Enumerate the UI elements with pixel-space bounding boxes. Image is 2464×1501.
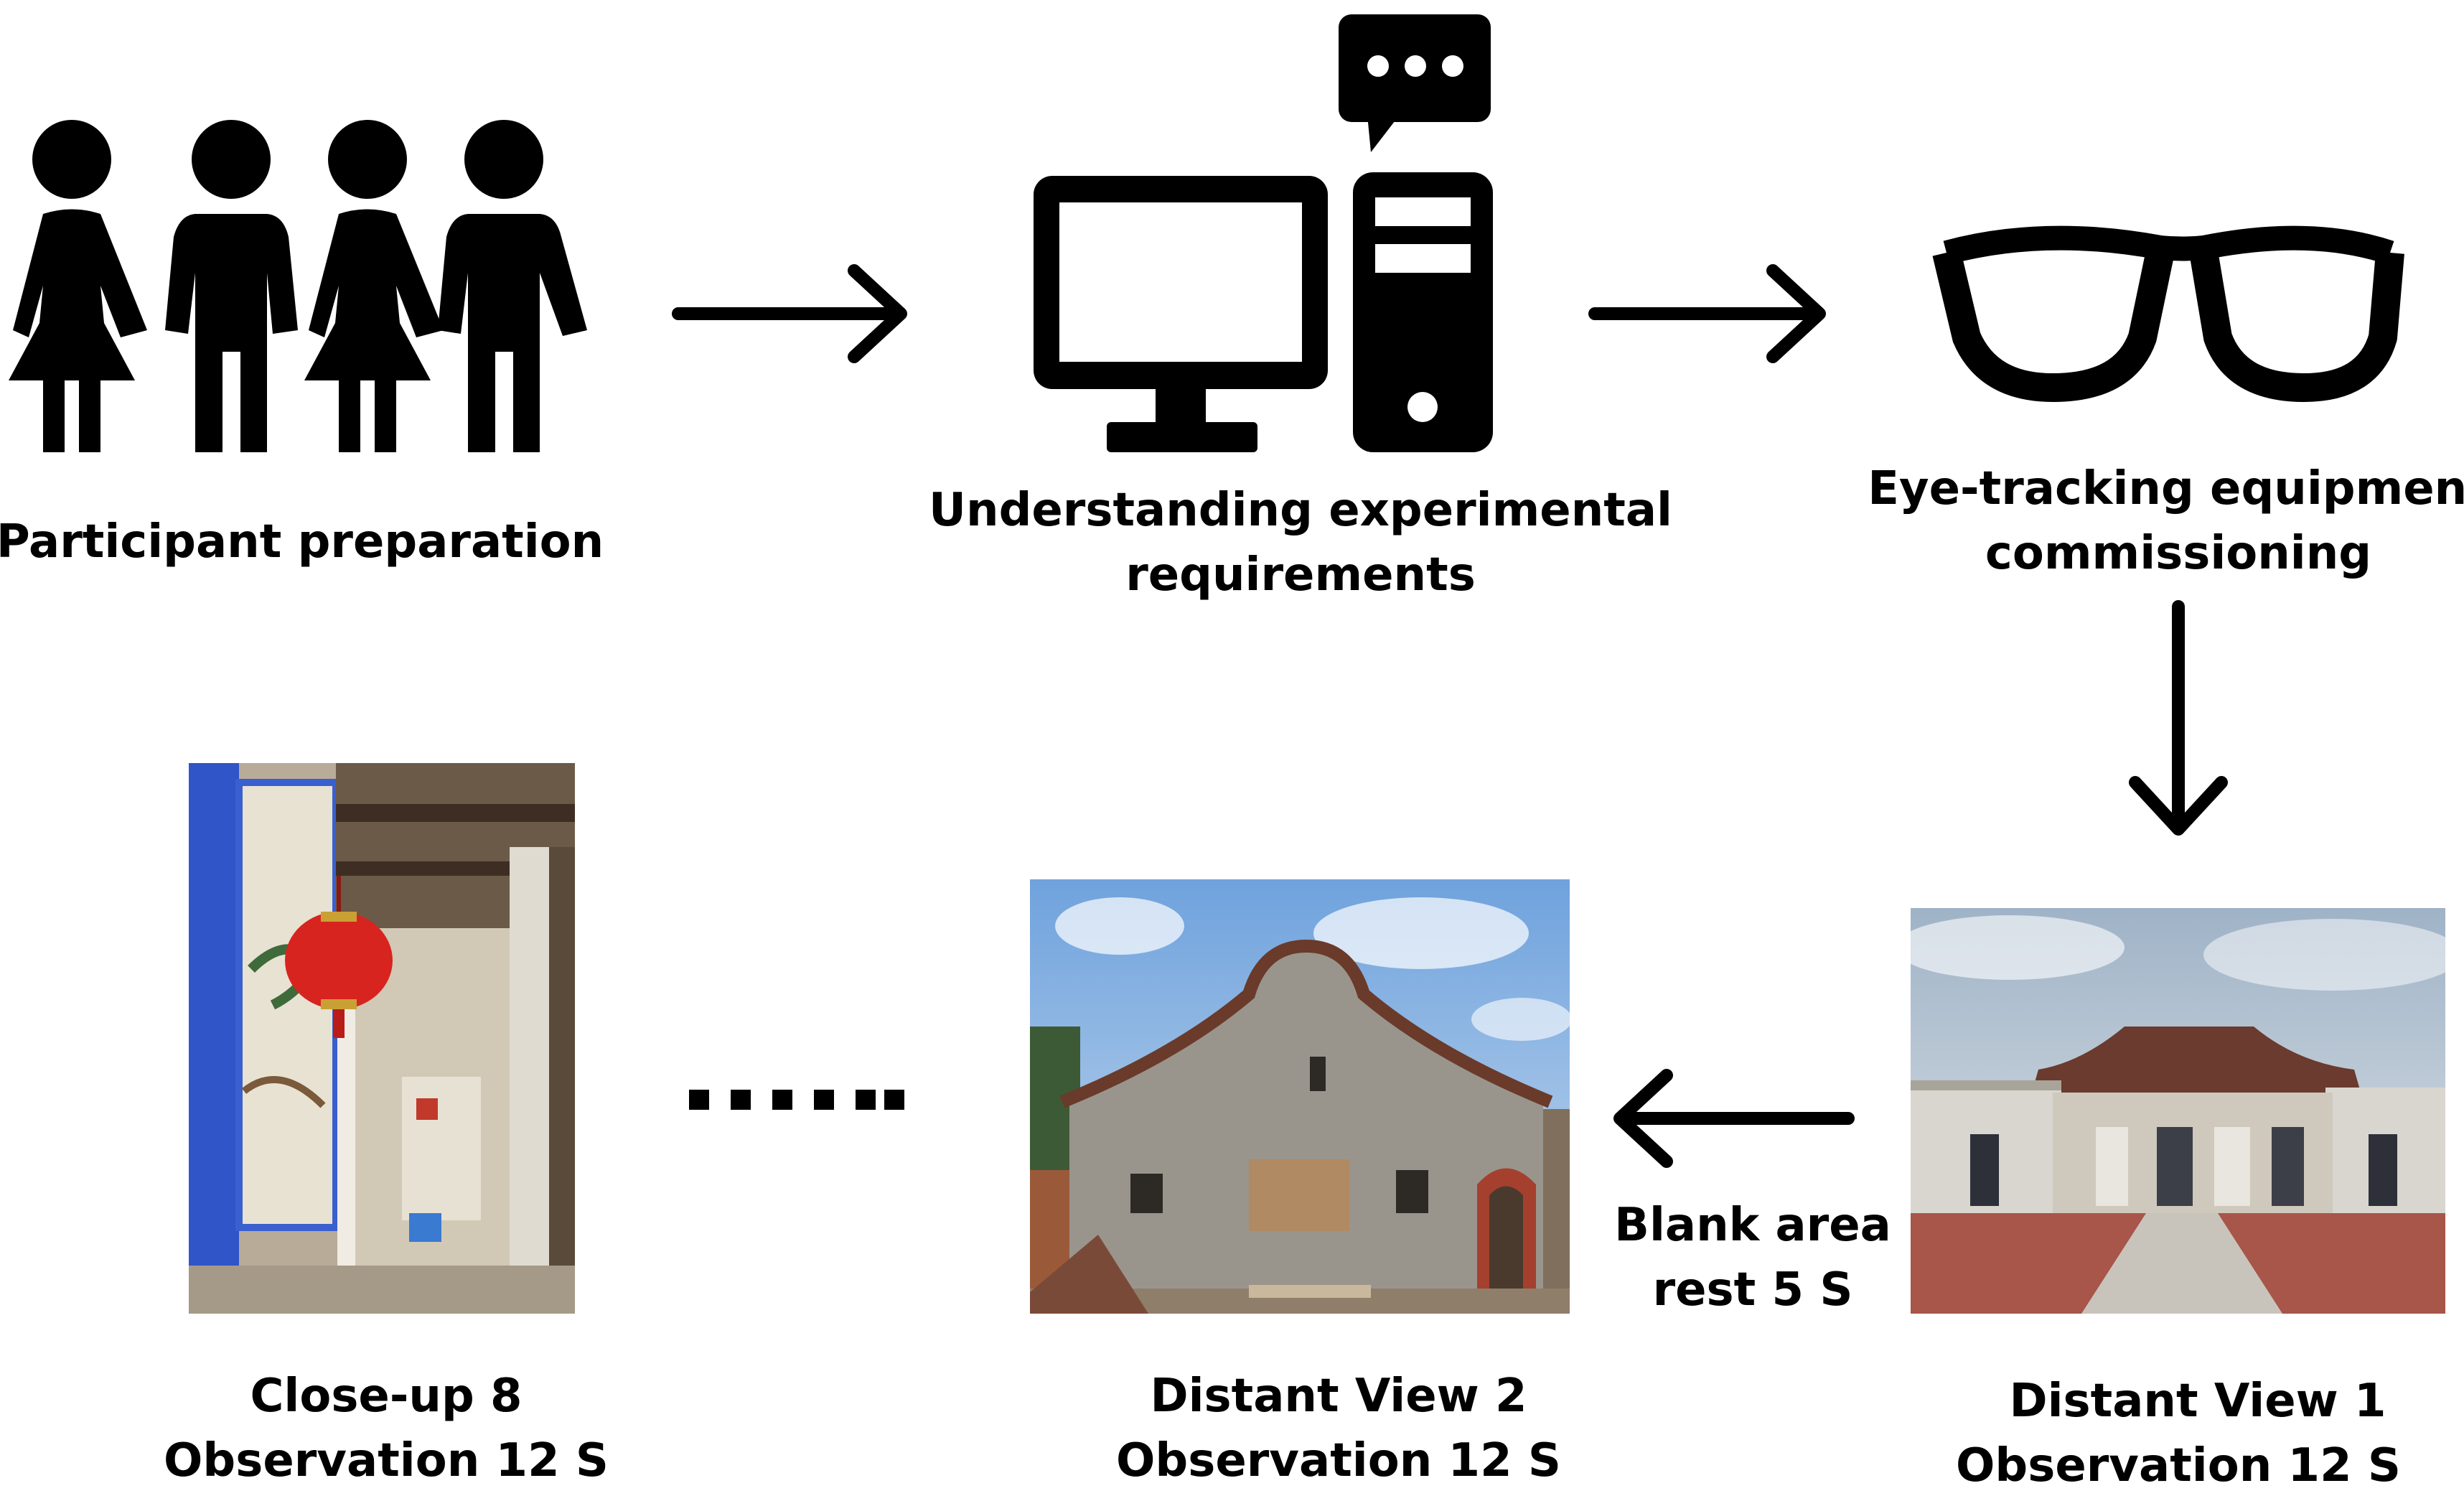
blank-area-rest-label-line1: Blank area <box>1614 1199 1891 1252</box>
person-icon <box>9 120 147 452</box>
distant-view-1-photo <box>1895 908 2462 1314</box>
people-holding-hands-icon <box>9 120 587 452</box>
speech-bubble-icon <box>1339 14 1491 152</box>
distant-view-2-duration: Observation 12 S <box>1116 1434 1561 1487</box>
distant-view-2-title: Distant View 2 <box>1150 1370 1527 1423</box>
distant-view-1-title: Distant View 1 <box>2009 1375 2386 1428</box>
participant-preparation-label: Participant preparation <box>0 515 604 569</box>
understanding-requirements-label-line2: requirements <box>1125 548 1476 602</box>
person-icon <box>165 120 298 452</box>
person-icon <box>438 120 587 452</box>
close-up-8-title: Close-up 8 <box>250 1370 522 1423</box>
ellipsis-dots <box>689 1090 904 1110</box>
blank-area-rest-label-line2: rest 5 S <box>1653 1263 1853 1317</box>
close-up-8-duration: Observation 12 S <box>164 1434 609 1487</box>
arrow-down-icon <box>2129 600 2228 836</box>
close-up-8-photo <box>189 763 575 1314</box>
computer-with-speech-bubble-icon <box>1034 14 1493 452</box>
arrow-right-icon <box>1588 264 1826 363</box>
tower-icon <box>1353 172 1493 452</box>
distant-view-2-photo <box>1030 879 1572 1314</box>
person-icon <box>304 120 444 452</box>
distant-view-1-duration: Observation 12 S <box>1956 1439 2401 1492</box>
arrow-left-icon <box>1613 1069 1855 1168</box>
eye-tracking-label-line1: Eye-tracking equipment <box>1868 462 2464 515</box>
glasses-icon <box>1932 225 2404 402</box>
eye-tracking-label-line2: commissioning <box>1985 527 2371 580</box>
arrow-right-icon <box>672 264 907 363</box>
understanding-requirements-label-line1: Understanding experimental <box>929 484 1672 537</box>
